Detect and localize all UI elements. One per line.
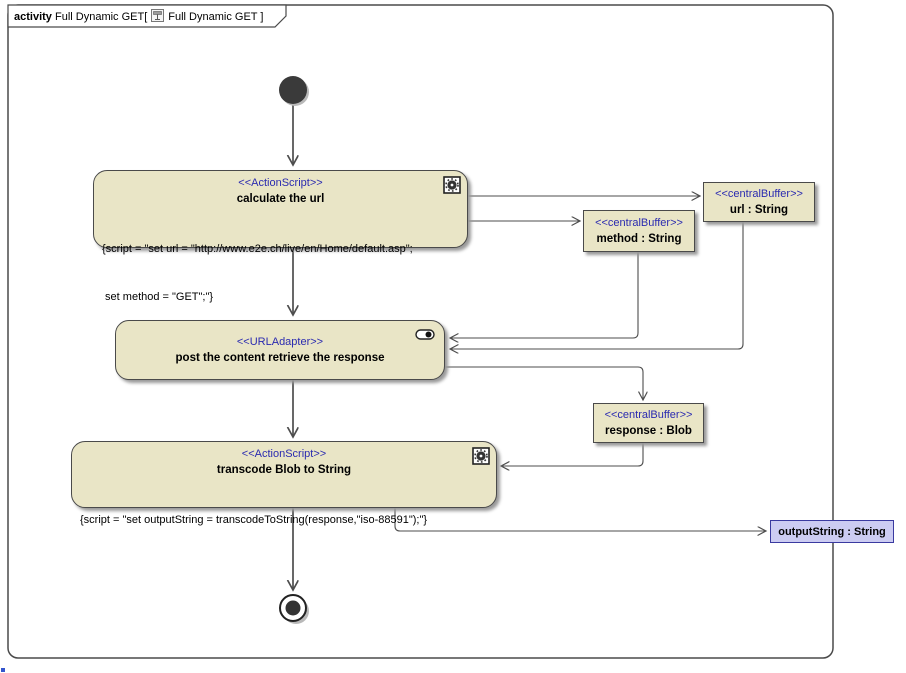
central-buffer-method[interactable]: <<centralBuffer>> method : String bbox=[583, 210, 695, 252]
activity-diagram-icon bbox=[151, 9, 165, 25]
buffer-label: response : Blob bbox=[605, 424, 692, 437]
stereotype-label: <<URLAdapter>> bbox=[236, 335, 324, 348]
action-transcode[interactable]: <<ActionScript>> transcode Blob to Strin… bbox=[71, 441, 497, 526]
buffer-label: method : String bbox=[596, 232, 682, 245]
frame-diagram-name: Full Dynamic GET ] bbox=[168, 11, 264, 23]
stereotype-label: <<ActionScript>> bbox=[238, 177, 323, 189]
flow-method-buffer-to-adapter[interactable] bbox=[450, 252, 639, 338]
action-post-content[interactable]: <<URLAdapter>> post the content retrieve… bbox=[115, 320, 445, 380]
adapter-icon bbox=[415, 329, 435, 340]
action-title: calculate the url bbox=[236, 193, 325, 205]
output-pin-outputstring[interactable]: outputString : String bbox=[770, 520, 894, 543]
gear-icon bbox=[443, 176, 461, 194]
activity-frame bbox=[7, 4, 834, 659]
final-node-core bbox=[285, 600, 301, 616]
central-buffer-url[interactable]: <<centralBuffer>> url : String bbox=[703, 182, 815, 222]
stray-pixel-artifact bbox=[1, 668, 5, 672]
stereotype-label: <<centralBuffer>> bbox=[595, 216, 683, 229]
flow-response-buffer-to-transcode[interactable] bbox=[501, 443, 644, 466]
initial-node[interactable] bbox=[279, 76, 307, 104]
frame-activity-name: Full Dynamic GET[ bbox=[51, 11, 148, 23]
action-script-text: {script = "set outputString = transcodeT… bbox=[80, 514, 428, 526]
frame-label-pentagon bbox=[7, 4, 287, 28]
gear-icon bbox=[472, 447, 490, 465]
stereotype-label: <<ActionScript>> bbox=[241, 448, 327, 460]
pin-label: outputString : String bbox=[778, 525, 886, 538]
flow-transcode-to-output-pin[interactable] bbox=[394, 508, 766, 531]
action-script-text: {script = "set url = "http://www.e2e.ch/… bbox=[102, 243, 413, 303]
central-buffer-response[interactable]: <<centralBuffer>> response : Blob bbox=[593, 403, 704, 443]
action-title: post the content retrieve the response bbox=[175, 351, 385, 364]
frame-header: activity Full Dynamic GET[ Full Dynamic G… bbox=[14, 9, 263, 25]
flow-url-buffer-to-adapter[interactable] bbox=[450, 222, 744, 349]
frame-keyword: activity bbox=[14, 11, 52, 23]
stereotype-label: <<centralBuffer>> bbox=[604, 408, 693, 421]
buffer-label: url : String bbox=[729, 203, 789, 216]
flow-adapter-to-response-buffer[interactable] bbox=[445, 366, 643, 400]
action-title: transcode Blob to String bbox=[216, 464, 352, 476]
stereotype-label: <<centralBuffer>> bbox=[715, 187, 803, 200]
action-calculate-url[interactable]: <<ActionScript>> calculate the url {scri… bbox=[93, 170, 468, 303]
